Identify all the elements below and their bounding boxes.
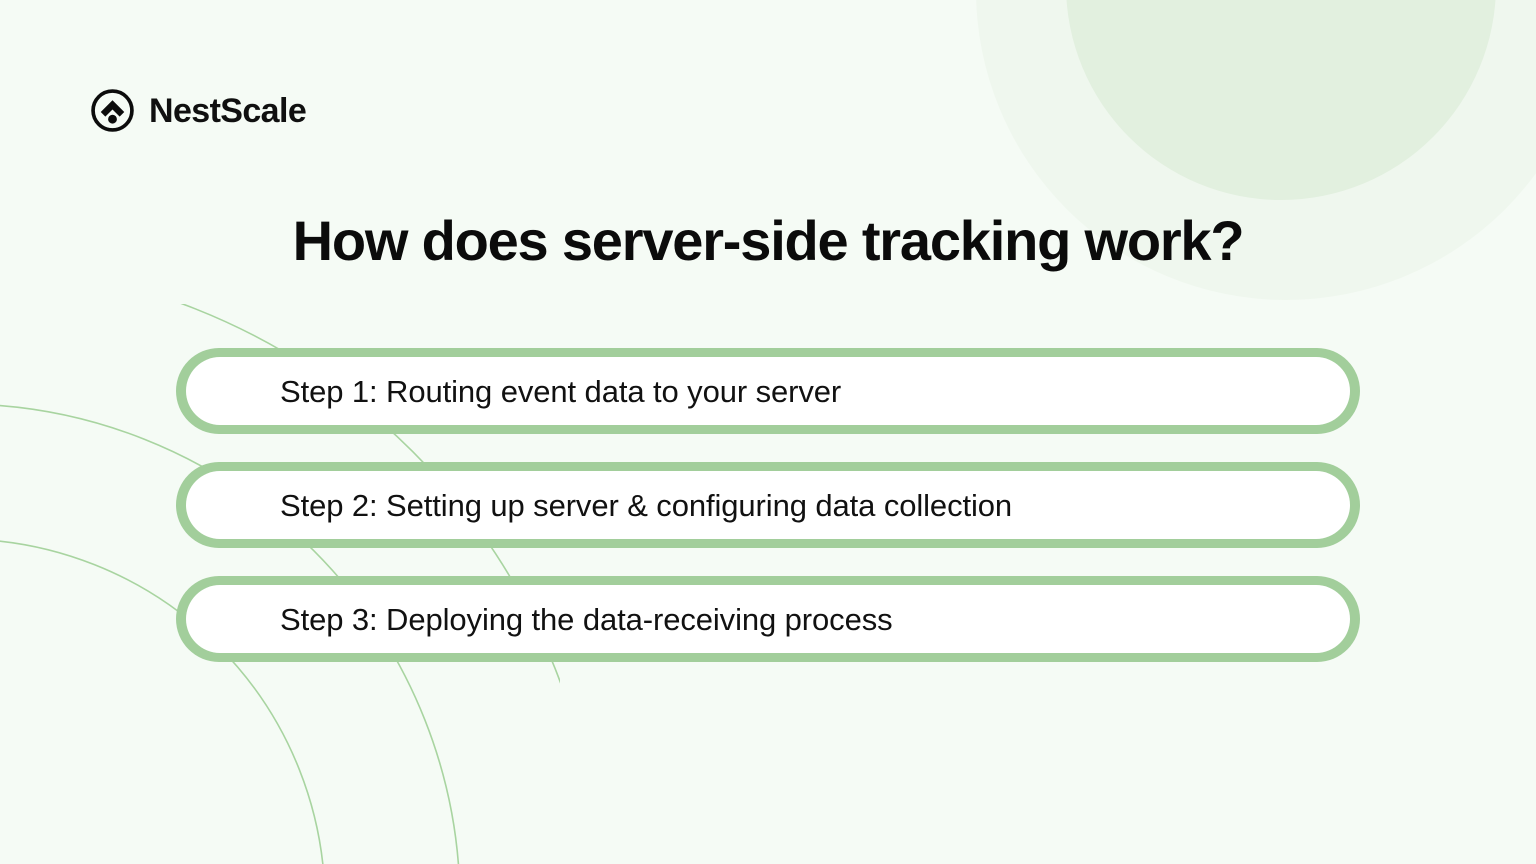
decorative-circle-inner bbox=[1066, 0, 1496, 200]
step-pill-inner-1: Step 1: Routing event data to your serve… bbox=[186, 357, 1350, 425]
nestscale-chevron-circle-icon bbox=[91, 89, 134, 132]
brand-name: NestScale bbox=[149, 91, 307, 130]
step-label-1: Step 1: Routing event data to your serve… bbox=[280, 373, 842, 409]
step-label-2: Step 2: Setting up server & configuring … bbox=[280, 487, 1013, 523]
step-pill-1[interactable]: Step 1: Routing event data to your serve… bbox=[176, 348, 1360, 434]
step-pill-inner-2: Step 2: Setting up server & configuring … bbox=[186, 471, 1350, 539]
brand-logo[interactable]: NestScale bbox=[90, 88, 307, 133]
step-label-3: Step 3: Deploying the data-receiving pro… bbox=[280, 601, 893, 637]
step-pill-inner-3: Step 3: Deploying the data-receiving pro… bbox=[186, 585, 1350, 653]
step-pill-3[interactable]: Step 3: Deploying the data-receiving pro… bbox=[176, 576, 1360, 662]
step-list: Step 1: Routing event data to your serve… bbox=[176, 348, 1360, 662]
step-pill-2[interactable]: Step 2: Setting up server & configuring … bbox=[176, 462, 1360, 548]
page-title: How does server-side tracking work? bbox=[292, 208, 1245, 272]
